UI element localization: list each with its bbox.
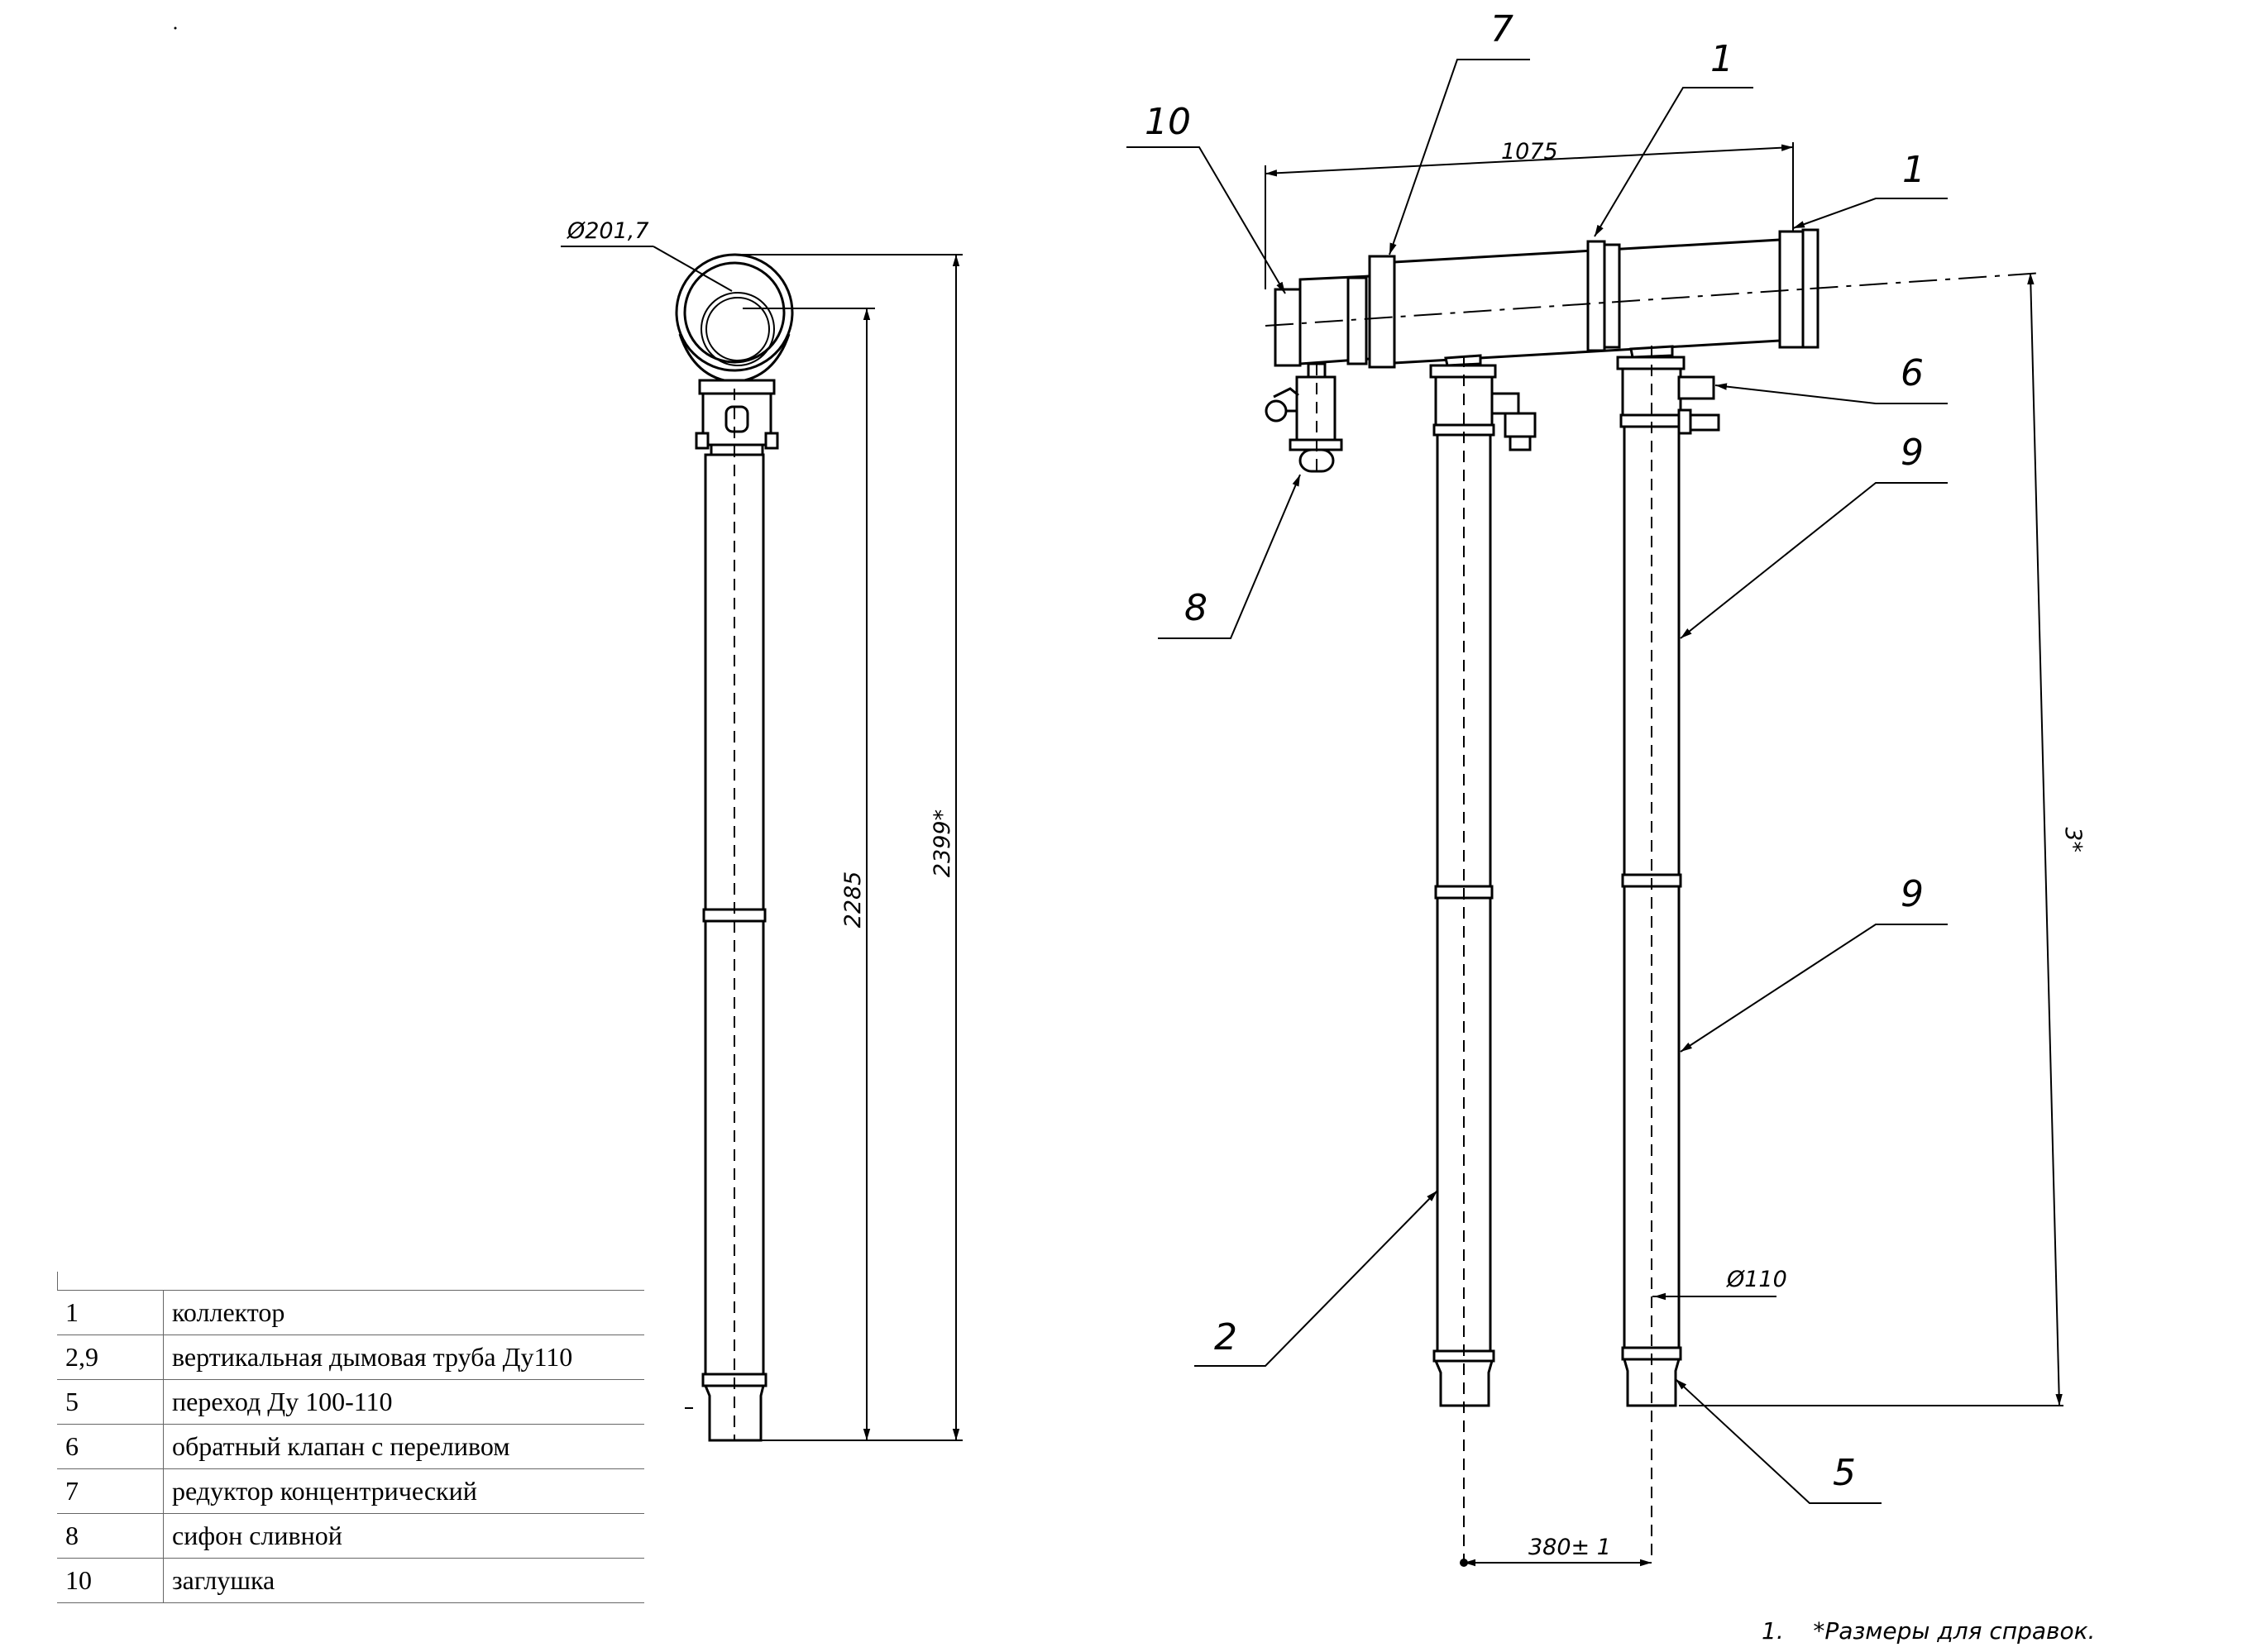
callout-1-top: 1 <box>1710 38 1733 80</box>
legend-row: 10 заглушка <box>57 1558 644 1603</box>
legend-row: 7 редуктор концентрический <box>57 1468 644 1514</box>
legend-num: 2,9 <box>57 1334 164 1380</box>
callout-9-top: 9 <box>1901 432 1924 474</box>
collector <box>1265 228 2044 369</box>
legend-name: сифон сливной <box>163 1513 644 1559</box>
callout-5: 5 <box>1833 1452 1856 1494</box>
drain-siphon <box>1265 362 1343 475</box>
legend-num: 7 <box>57 1468 164 1514</box>
legend-name: переход Ду 100-110 <box>163 1379 644 1425</box>
reference-note: 1. *Размеры для справок. <box>1762 1617 2095 1645</box>
legend-num: 1 <box>57 1290 164 1335</box>
front-view: 1075 3* Ø110 380± 1 7 1 10 1 6 9 8 9 2 5 <box>1126 8 2087 1567</box>
pipe-diameter-label: Ø110 <box>1726 1267 1787 1292</box>
right-vertical-pipe <box>1616 345 1720 1563</box>
callout-7: 7 <box>1490 8 1513 50</box>
side-vertical-pipe <box>701 389 767 1442</box>
callout-8: 8 <box>1184 587 1207 629</box>
side-view: Ø201,7 2285 2399* <box>561 218 963 1442</box>
legend-num: 5 <box>57 1379 164 1425</box>
callout-9-bottom: 9 <box>1901 873 1924 915</box>
legend-rule <box>57 1272 58 1290</box>
legend-row: 6 обратный клапан с переливом <box>57 1424 644 1469</box>
callout-6: 6 <box>1901 352 1924 394</box>
callout-10: 10 <box>1145 101 1191 143</box>
legend-row: 2,9 вертикальная дымовая труба Ду110 <box>57 1334 644 1380</box>
legend-row: 1 коллектор <box>57 1290 644 1335</box>
right-height-label: 3* <box>2059 827 2086 853</box>
legend-name: обратный клапан с переливом <box>163 1424 644 1469</box>
callout-1-right: 1 <box>1902 149 1925 191</box>
callout-2: 2 <box>1214 1316 1237 1358</box>
legend-row: 8 сифон сливной <box>57 1513 644 1559</box>
legend-name: редуктор концентрический <box>163 1468 644 1514</box>
legend-num: 10 <box>57 1558 164 1603</box>
height-2285-label: 2285 <box>840 871 866 929</box>
leaders <box>1126 59 1948 1504</box>
front-dimensions <box>1265 142 2063 1567</box>
legend-name: коллектор <box>163 1290 644 1335</box>
collector-diameter-label: Ø201,7 <box>567 218 649 244</box>
collector-end-view <box>675 253 794 456</box>
legend-name: вертикальная дымовая труба Ду110 <box>163 1334 644 1380</box>
legend-row: 5 переход Ду 100-110 <box>57 1379 644 1425</box>
side-dimensions <box>561 246 963 1441</box>
pipe-spacing-label: 380± 1 <box>1528 1535 1611 1560</box>
parts-legend: 1 коллектор 2,9 вертикальная дымовая тру… <box>57 1290 644 1603</box>
height-2399-label: 2399* <box>930 809 955 877</box>
legend-num: 6 <box>57 1424 164 1469</box>
collector-length-label: 1075 <box>1501 139 1558 165</box>
left-vertical-pipe <box>1429 354 1537 1563</box>
legend-name: заглушка <box>163 1558 644 1603</box>
legend-num: 8 <box>57 1513 164 1559</box>
